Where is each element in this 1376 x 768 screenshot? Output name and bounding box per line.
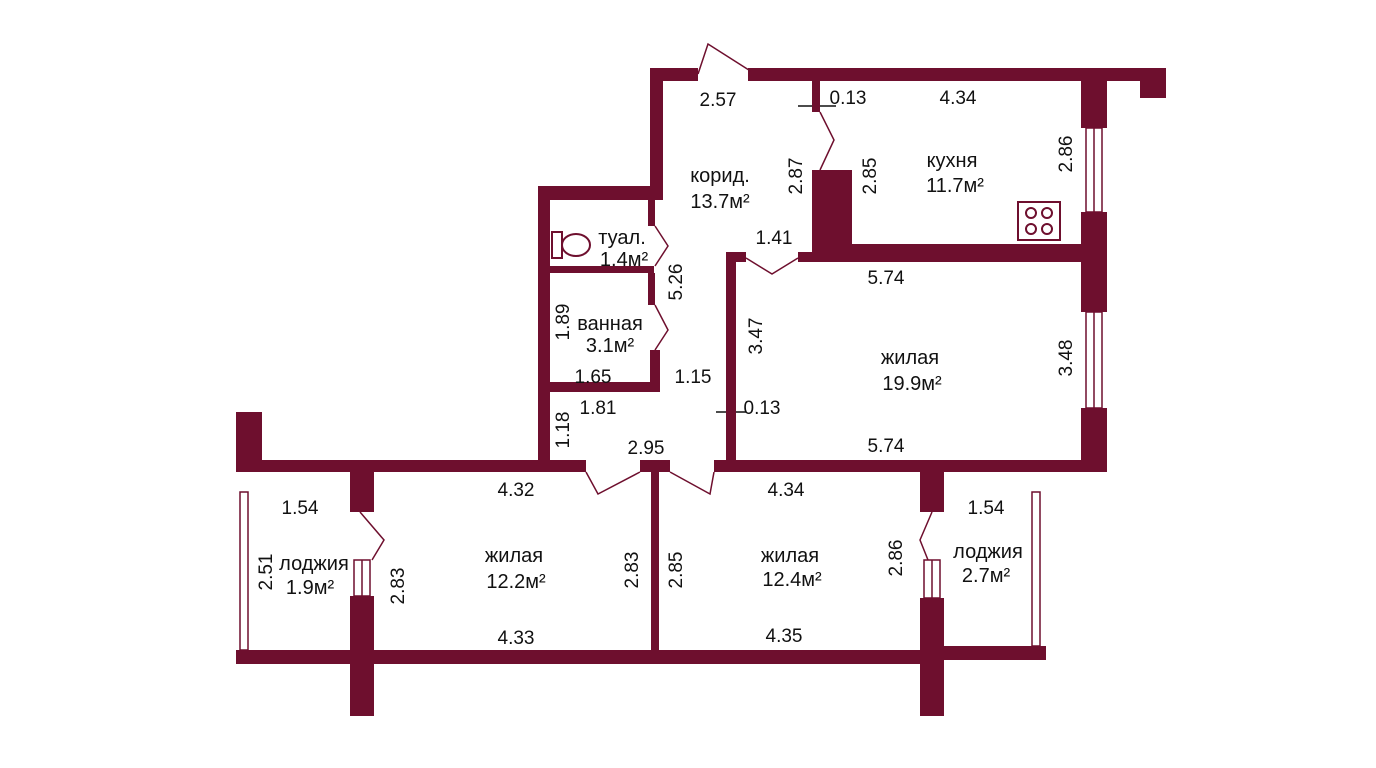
doors <box>359 42 933 561</box>
bathroom-name: ванная <box>577 313 643 335</box>
thickness-markers <box>716 105 836 413</box>
dim-bath-height: 1.89 <box>553 304 574 341</box>
door-loggia-left <box>359 511 385 561</box>
living-left-name: жилая <box>485 545 543 567</box>
stove-icon <box>1017 201 1061 241</box>
door-room-left <box>585 471 641 496</box>
loggia-left-name: лоджия <box>279 553 349 575</box>
wall-wc-top <box>538 186 663 200</box>
dim-kitchen-top: 4.34 <box>940 88 977 109</box>
wall-bottom-right <box>920 646 1046 660</box>
door-entrance <box>697 42 753 75</box>
loggia-right-name: лоджия <box>953 541 1023 563</box>
door-toilet <box>654 225 669 267</box>
door-bathroom <box>654 304 669 351</box>
wall-wc-left <box>538 186 550 466</box>
wall-kitchen-left-top <box>812 80 820 112</box>
dim-corridor-top: 2.57 <box>700 90 737 111</box>
wall-bottom-partition <box>651 472 659 658</box>
wall-mid-right <box>714 460 1107 472</box>
dim-wall-thickness-mid: 0.13 <box>744 398 781 419</box>
wall-bath-bottom <box>538 382 660 392</box>
dim-loggia-left-height: 2.51 <box>256 554 277 591</box>
dim-living-right-right: 2.86 <box>886 540 907 577</box>
wall-kitchen-bottom <box>812 244 1082 252</box>
door-kitchen <box>819 111 835 171</box>
dim-kitchen-left: 2.85 <box>860 158 881 195</box>
windows <box>239 127 1103 651</box>
wall-wc-bath <box>538 266 654 273</box>
dim-living-big-left: 3.47 <box>746 318 767 355</box>
walls <box>236 68 1166 716</box>
wall-mid-left <box>236 460 586 472</box>
dim-corridor-inner: 2.87 <box>786 158 807 195</box>
dim-living-left-left: 2.83 <box>388 568 409 605</box>
corridor-name: корид. <box>690 165 750 187</box>
wall-mid-center <box>640 460 670 472</box>
wall-top-stub <box>1140 68 1166 98</box>
dim-living-big-top: 5.74 <box>868 268 905 289</box>
wall-corridor-left <box>650 68 663 198</box>
dim-loggia-left-width: 1.54 <box>282 498 319 519</box>
room-labels: корид. 13.7м² кухня 11.7м² туал. 1.4м² в… <box>279 150 1023 599</box>
door-living-big <box>745 257 799 275</box>
dim-hall-width: 1.15 <box>675 367 712 388</box>
kitchen-area: 11.7м² <box>926 175 984 197</box>
door-loggia-right <box>919 511 933 561</box>
living-right-area: 12.4м² <box>762 569 822 591</box>
dim-living-big-bottom: 5.74 <box>868 436 905 457</box>
wall-right-3 <box>1081 408 1107 466</box>
wall-living-top <box>798 252 1082 262</box>
living-right-name: жилая <box>761 545 819 567</box>
corridor-area: 13.7м² <box>690 191 750 213</box>
wall-wc-right <box>648 200 655 226</box>
dim-corridor-door: 1.41 <box>756 228 793 249</box>
wall-loggia-right-top <box>920 472 944 512</box>
window-loggia-right <box>1031 491 1041 647</box>
living-big-name: жилая <box>881 347 939 369</box>
wall-living-left <box>726 252 736 466</box>
door-room-right <box>669 471 715 496</box>
dimension-labels: 2.57 0.13 4.34 2.86 2.85 2.87 1.41 5.26 … <box>256 88 1077 649</box>
living-big-area: 19.9м² <box>882 373 942 395</box>
dim-living-left-right: 2.83 <box>622 552 643 589</box>
wall-right-2 <box>1081 212 1107 312</box>
wall-loggia-left-top <box>350 472 374 512</box>
dim-kitchen-right: 2.86 <box>1056 136 1077 173</box>
dim-hall-bottom: 2.95 <box>628 438 665 459</box>
wall-left-stub <box>236 412 262 472</box>
dim-living-left-top: 4.32 <box>498 480 535 501</box>
wall-bath-right-2 <box>650 350 660 392</box>
kitchen-name: кухня <box>927 150 978 172</box>
wall-bottom <box>236 650 944 664</box>
dim-living-left-bottom: 4.33 <box>498 628 535 649</box>
wall-bath-right-1 <box>648 273 655 305</box>
dim-living-right-left: 2.85 <box>666 552 687 589</box>
wall-right-1 <box>1081 80 1107 128</box>
dim-living-right-top: 4.34 <box>768 480 805 501</box>
dim-loggia-right-width: 1.54 <box>968 498 1005 519</box>
loggia-left-area: 1.9м² <box>286 577 335 599</box>
dim-bath-width: 1.65 <box>575 367 612 388</box>
loggia-right-area: 2.7м² <box>962 565 1011 587</box>
toilet-area: 1.4м² <box>600 249 649 271</box>
dim-corridor-length: 5.26 <box>666 264 687 301</box>
dim-wall-thickness-top: 0.13 <box>830 88 867 109</box>
wall-top-right <box>748 68 1166 81</box>
living-left-area: 12.2м² <box>486 571 546 593</box>
wall-kitchen-left-block <box>812 170 852 252</box>
window-loggia-left <box>239 491 249 651</box>
dim-hall-height: 1.18 <box>553 412 574 449</box>
dim-living-big-right: 3.48 <box>1056 340 1077 377</box>
dim-living-right-bottom: 4.35 <box>766 626 803 647</box>
toilet-name: туал. <box>598 227 646 249</box>
dim-hall-left: 1.81 <box>580 398 617 419</box>
bathroom-area: 3.1м² <box>586 335 635 357</box>
toilet-icon <box>551 231 591 259</box>
